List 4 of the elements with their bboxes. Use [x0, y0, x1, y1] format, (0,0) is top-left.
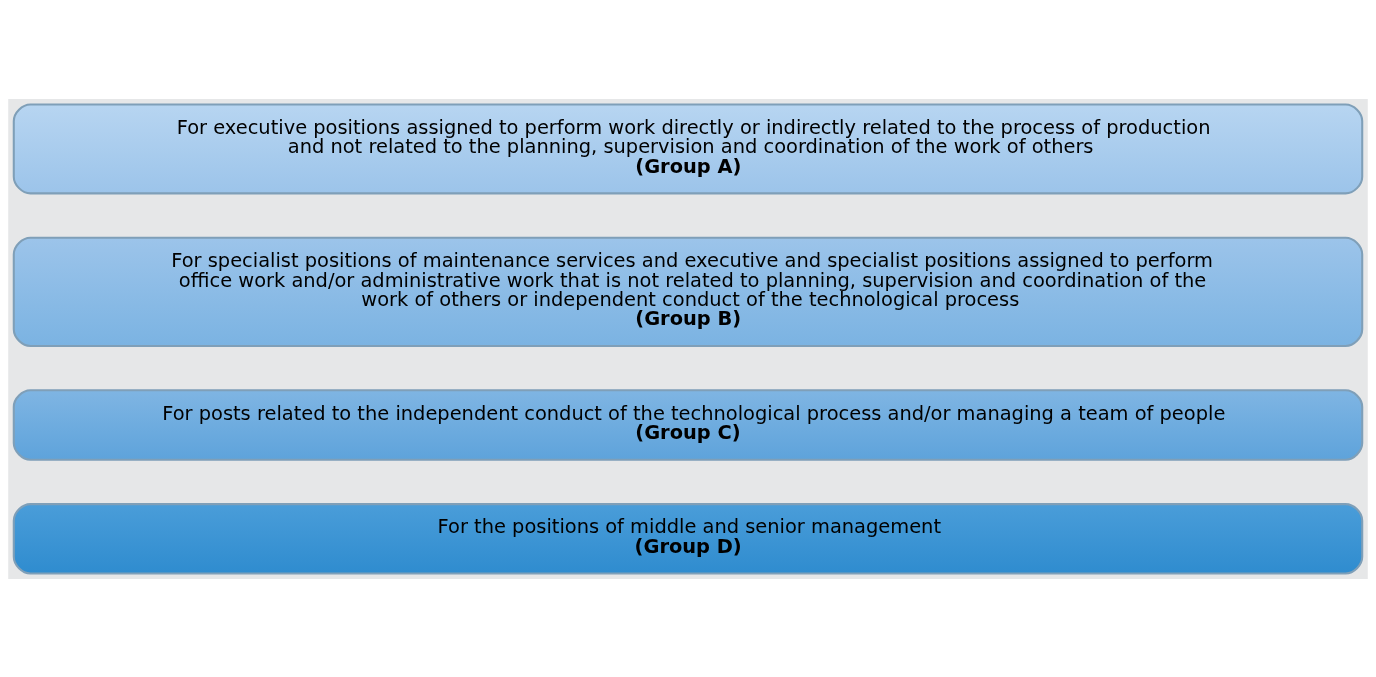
node-box: For the positions of middle and senior management (Group D) — [12, 502, 1364, 574]
node-box: For executive positions assigned to perform work directly or indirectly related to the process of production and not related to the planning, supervision and coordination of the work of others (Group A) — [12, 103, 1364, 194]
node-box: For posts related to the independent conduct of the technological process and/or managing a team of people (Group C) — [12, 388, 1364, 461]
node-box: For specialist positions of maintenance services and executive and specialist positions assigned to perform office work and/or administrative work that is not related to planning, supervision and coordination of the work of others or independent conduct of the technological process (Group B) — [12, 236, 1364, 347]
